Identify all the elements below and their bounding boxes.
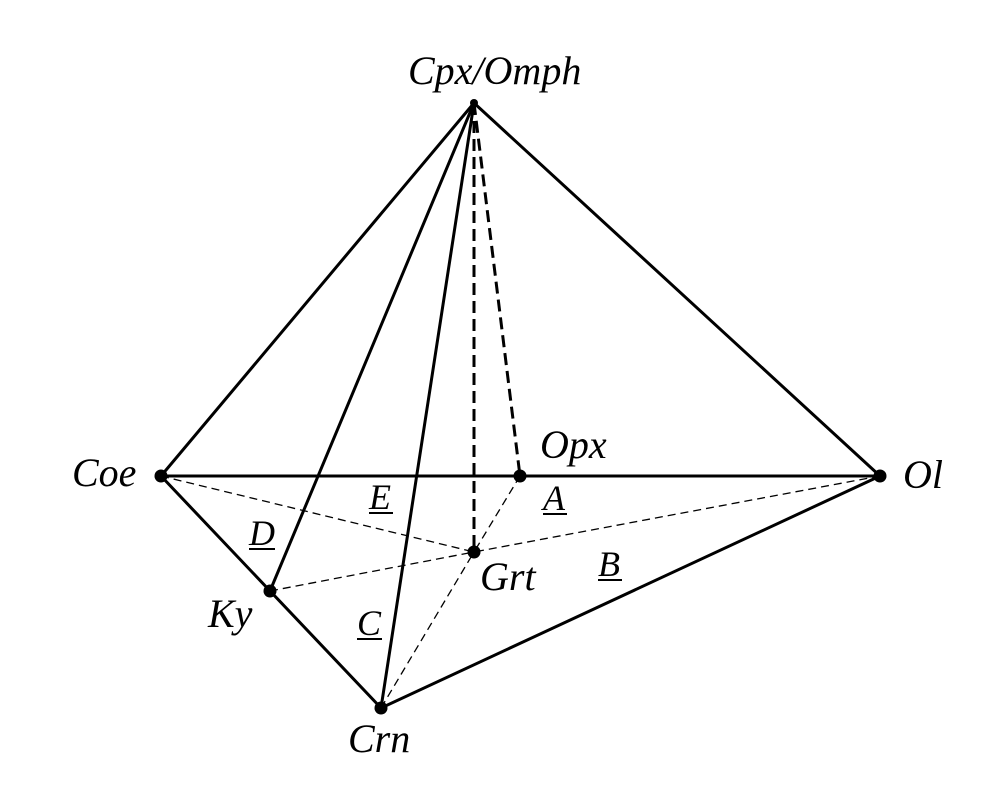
node-opx (513, 469, 527, 483)
edge-ol-grt (473, 475, 881, 553)
edge-opx-grt (473, 475, 521, 553)
edge-coe-grt (160, 475, 475, 553)
region-label-a: A (541, 478, 566, 518)
node-grt (467, 545, 481, 559)
label-crn: Crn (348, 716, 410, 761)
node-ol (873, 469, 887, 483)
edge-apex-ky (268, 101, 476, 593)
node-ky (263, 584, 277, 598)
edge-apex-opx (472, 102, 522, 477)
edge-ky-grt (269, 551, 475, 592)
node-coe (154, 469, 168, 483)
label-coe: Coe (72, 450, 136, 495)
edge-apex-coe (159, 101, 476, 478)
label-opx: Opx (540, 422, 607, 467)
region-label-c: C (357, 603, 382, 643)
label-apex: Cpx/Omph (408, 48, 581, 93)
node-apex (470, 99, 478, 107)
edge-crn-ol (379, 474, 882, 710)
region-label-e: E (368, 477, 391, 517)
edge-crn-grt (380, 551, 475, 709)
edge-apex-ol (472, 101, 882, 478)
label-grt: Grt (480, 554, 536, 599)
edge-apex-crn (379, 101, 476, 710)
region-label-d: D (248, 513, 275, 553)
label-ky: Ky (207, 591, 253, 636)
region-label-b: B (598, 544, 620, 584)
node-crn (374, 701, 388, 715)
label-ol: Ol (903, 452, 943, 497)
